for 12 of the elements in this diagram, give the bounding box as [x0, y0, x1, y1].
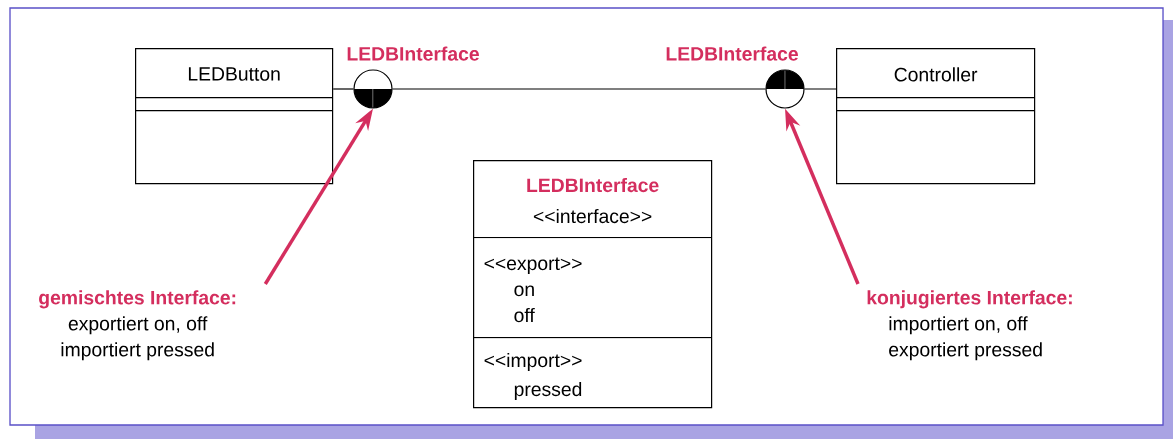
annotation: gemischtes Interface: exportiert on, off importiert pressed: [39, 290, 236, 361]
annotation: konjugiertes Interface: importiert on, off exportiert pressed: [867, 290, 1072, 361]
interface-port: LEDBInterface: [666, 46, 805, 109]
connector-line: [392, 88, 766, 90]
node-label: LEDBInterface: [666, 46, 798, 61]
interface-box: LEDBInterface <<interface>> <<export>> on off <<import>> pressed: [473, 160, 713, 409]
interface-port: LEDBInterface: [347, 46, 479, 109]
connector-line: [804, 88, 837, 90]
class-box: Controller: [836, 48, 1036, 185]
node-label: LEDBInterface: [347, 46, 479, 61]
class-box: LEDButton: [135, 48, 334, 185]
connector-line: [332, 88, 354, 90]
